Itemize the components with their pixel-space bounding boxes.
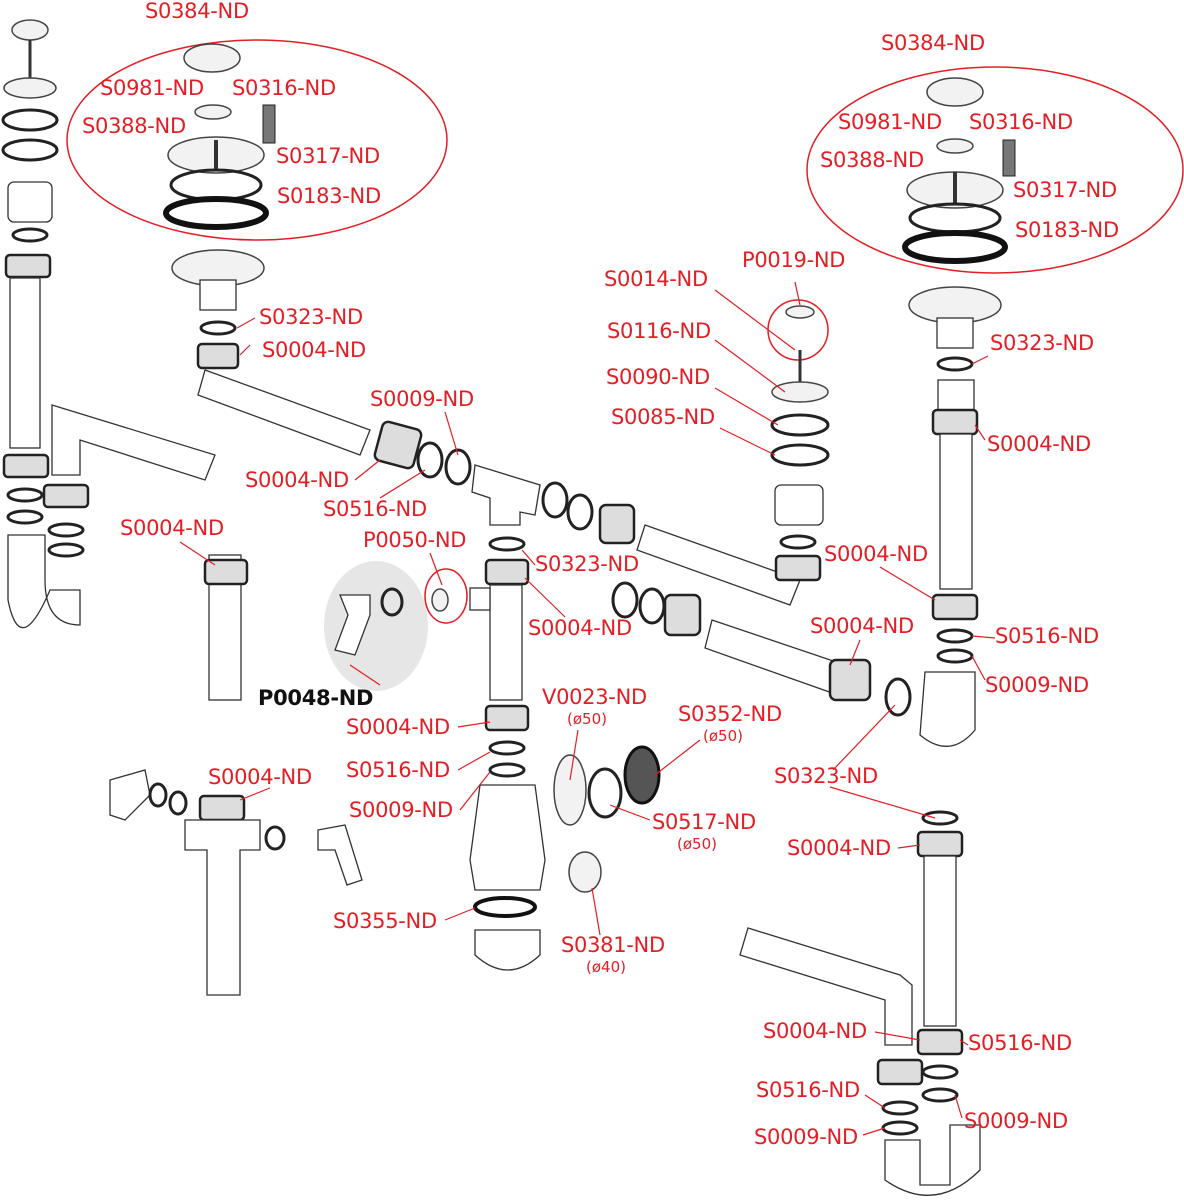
part-label-s0004-nd: S0004-ND <box>824 542 928 566</box>
part-label-p0050-nd: P0050-ND <box>363 528 467 552</box>
part-label-s0004-nd: S0004-ND <box>346 715 450 739</box>
part-label-s0316-nd: S0316-ND <box>969 110 1073 134</box>
part-label-s0317-nd: S0317-ND <box>1013 178 1117 202</box>
part-label-s0004-nd: S0004-ND <box>787 836 891 860</box>
strainer-group-left-outline <box>66 39 448 241</box>
part-label-s0085-nd: S0085-ND <box>611 405 715 429</box>
part-label-s0516-nd: S0516-ND <box>968 1031 1072 1055</box>
part-label-s0352-nd: S0352-ND <box>678 702 782 726</box>
part-diameter-note: (ø50) <box>567 710 607 728</box>
part-label-p0019-nd: P0019-ND <box>742 248 846 272</box>
left-column-parts <box>1 19 216 629</box>
part-label-s0009-nd: S0009-ND <box>985 673 1089 697</box>
part-diameter-note: (ø50) <box>703 727 743 745</box>
part-label-s0317-nd: S0317-ND <box>276 144 380 168</box>
part-label-s0323-nd: S0323-ND <box>259 305 363 329</box>
part-label-s0116-nd: S0116-ND <box>607 319 711 343</box>
part-label-s0009-nd: S0009-ND <box>754 1125 858 1149</box>
part-label-s0384-nd: S0384-ND <box>881 31 985 55</box>
strainer-group-right-outline <box>806 66 1184 274</box>
part-diameter-note: (ø50) <box>677 835 717 853</box>
part-label-s0388-nd: S0388-ND <box>820 148 924 172</box>
part-label-s0004-nd: S0004-ND <box>763 1019 867 1043</box>
part-label-s0517-nd: S0517-ND <box>652 810 756 834</box>
part-label-s0004-nd: S0004-ND <box>528 616 632 640</box>
part-label-s0516-nd: S0516-ND <box>995 624 1099 648</box>
part-label-s0009-nd: S0009-ND <box>964 1109 1068 1133</box>
part-label-s0381-nd: S0381-ND <box>561 933 665 957</box>
part-label-p0048-nd: P0048-ND <box>258 686 374 710</box>
part-label-s0004-nd: S0004-ND <box>262 338 366 362</box>
part-label-s0004-nd: S0004-ND <box>245 468 349 492</box>
right-column-parts <box>739 77 1016 1196</box>
part-label-s0183-nd: S0183-ND <box>1015 218 1119 242</box>
part-label-s0388-nd: S0388-ND <box>82 114 186 138</box>
p0048-option-area <box>324 561 428 691</box>
part-label-s0516-nd: S0516-ND <box>346 758 450 782</box>
part-label-s0384-nd: S0384-ND <box>145 0 249 23</box>
p0050-outline <box>424 568 468 624</box>
leader-lines <box>179 281 996 1136</box>
part-label-s0183-nd: S0183-ND <box>277 184 381 208</box>
part-label-s0316-nd: S0316-ND <box>232 76 336 100</box>
part-label-v0023-nd: V0023-ND <box>542 685 647 709</box>
part-label-s0004-nd: S0004-ND <box>120 516 224 540</box>
center-parts <box>109 420 912 996</box>
part-label-s0323-nd: S0323-ND <box>535 552 639 576</box>
part-label-s0009-nd: S0009-ND <box>349 798 453 822</box>
part-label-s0981-nd: S0981-ND <box>838 110 942 134</box>
part-diameter-note: (ø40) <box>586 958 626 976</box>
part-label-s0004-nd: S0004-ND <box>987 432 1091 456</box>
part-label-s0981-nd: S0981-ND <box>100 76 204 100</box>
part-label-s0516-nd: S0516-ND <box>323 497 427 521</box>
part-label-s0323-nd: S0323-ND <box>774 764 878 788</box>
part-label-s0004-nd: S0004-ND <box>208 765 312 789</box>
part-label-s0090-nd: S0090-ND <box>606 365 710 389</box>
part-label-s0516-nd: S0516-ND <box>756 1078 860 1102</box>
part-label-s0355-nd: S0355-ND <box>333 909 437 933</box>
left-strainer-parts <box>163 43 371 456</box>
part-label-s0014-nd: S0014-ND <box>604 267 708 291</box>
part-label-s0004-nd: S0004-ND <box>810 614 914 638</box>
part-label-s0323-nd: S0323-ND <box>990 331 1094 355</box>
part-label-s0009-nd: S0009-ND <box>370 387 474 411</box>
